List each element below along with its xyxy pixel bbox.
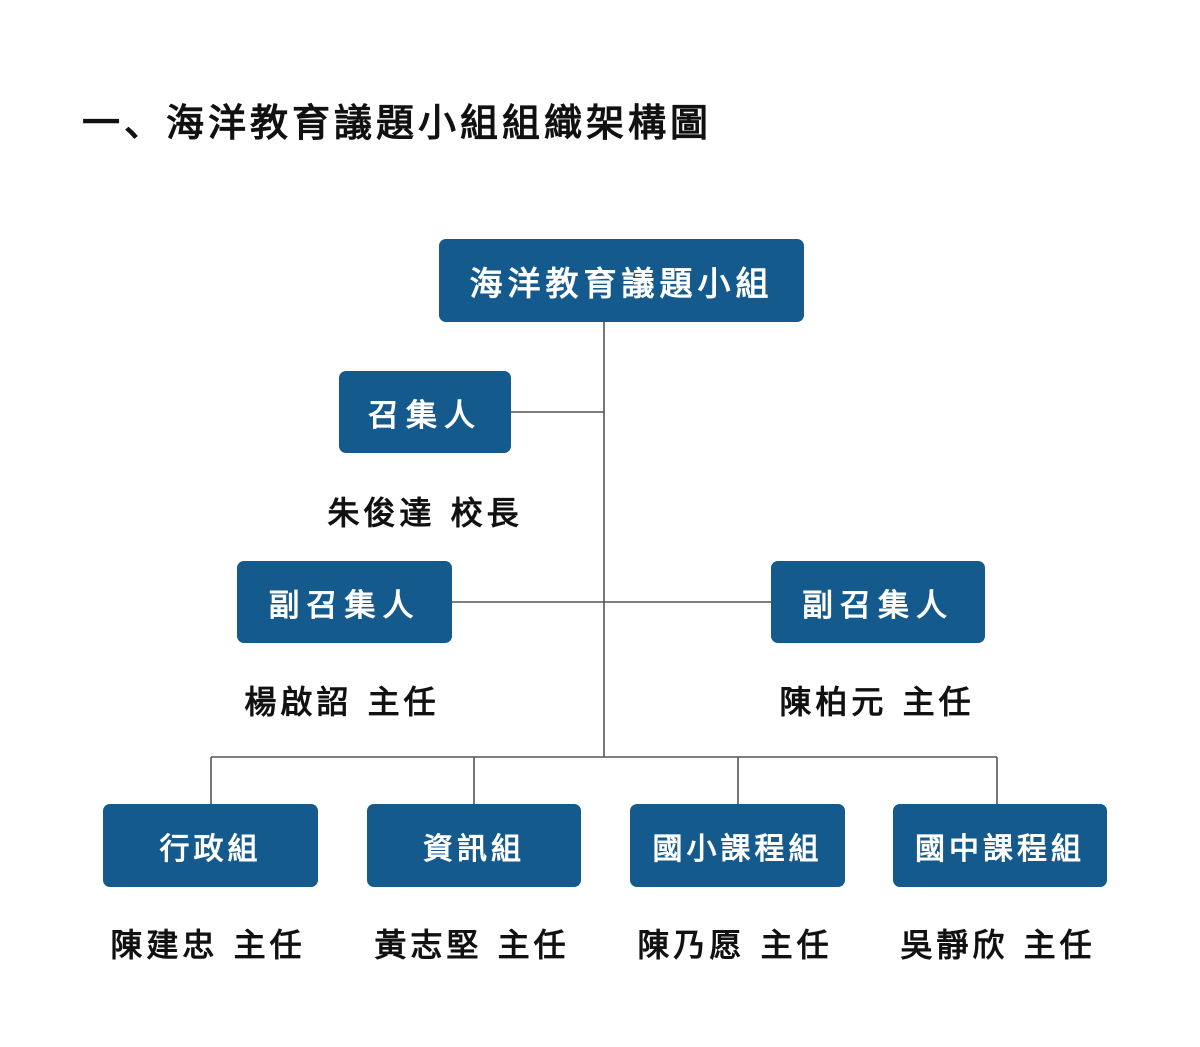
deputy-node-right: 副召集人 [771,561,985,643]
group-person-junior-high: 吳靜欣 主任 [900,926,1096,964]
page-title: 一、海洋教育議題小組組織架構圖 [82,100,713,145]
group-person-admin: 陳建忠 主任 [110,926,306,964]
deputy-node-left: 副召集人 [237,561,452,643]
group-person-info: 黃志堅 主任 [374,926,570,964]
group-node-elementary: 國小課程組 [630,804,845,887]
deputy-role-label: 副召集人 [268,587,421,624]
convener-person: 朱俊達 校長 [327,494,523,532]
group-role-label: 行政組 [159,831,262,867]
group-node-info: 資訊組 [367,804,581,887]
deputy-person-right: 陳柏元 主任 [779,683,975,721]
group-role-label: 資訊組 [423,831,525,867]
deputy-role-label: 副召集人 [802,587,954,624]
group-person-elementary: 陳乃愿 主任 [637,926,833,964]
convener-node: 召集人 [339,371,511,453]
group-node-junior-high: 國中課程組 [893,804,1107,887]
group-node-admin: 行政組 [103,804,318,887]
group-role-label: 國小課程組 [652,831,823,867]
group-role-label: 國中課程組 [915,831,1085,867]
root-node: 海洋教育議題小組 [439,239,804,322]
convener-role-label: 召集人 [368,397,482,434]
deputy-person-left: 楊啟詔 主任 [244,683,440,721]
root-node-label: 海洋教育議題小組 [469,263,774,303]
